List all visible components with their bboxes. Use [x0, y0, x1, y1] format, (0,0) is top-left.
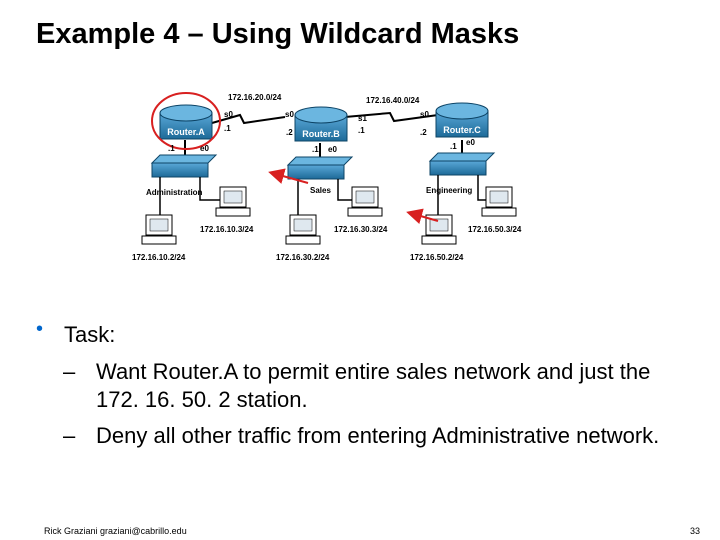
svg-text:e0: e0 — [328, 145, 337, 154]
router-c: Router.C — [435, 102, 489, 138]
router-a: Router.A — [159, 104, 213, 140]
svg-text:.1: .1 — [312, 145, 319, 154]
slide-title: Example 4 – Using Wildcard Masks — [36, 18, 520, 50]
serial-link-bc — [344, 111, 439, 123]
host-eng-2 — [481, 186, 517, 217]
network-bc-label: 172.16.40.0/24 — [366, 96, 420, 105]
host-sales-2 — [347, 186, 383, 217]
router-b: Router.B — [294, 106, 348, 142]
page-number: 33 — [689, 526, 700, 536]
svg-text:s0: s0 — [420, 110, 429, 119]
svg-text:s0: s0 — [285, 110, 294, 119]
svg-text:.1: .1 — [358, 126, 365, 135]
dash-icon: – — [63, 359, 76, 384]
svg-text:.1: .1 — [224, 124, 231, 133]
bullet-dot-icon: • — [36, 318, 44, 340]
svg-text:.1: .1 — [168, 144, 175, 153]
host-eng-1 — [421, 214, 457, 245]
svg-text:.2: .2 — [420, 128, 427, 137]
svg-text:s1: s1 — [358, 114, 367, 123]
host-label-sales-1: 172.16.30.2/24 — [276, 253, 330, 262]
svg-text:e0: e0 — [466, 138, 475, 147]
serial-link-ab — [211, 113, 286, 125]
router-b-label: Router.B — [302, 129, 340, 139]
svg-text:s0: s0 — [224, 110, 233, 119]
host-label-admin-2: 172.16.10.3/24 — [200, 225, 254, 234]
task-label: Task: — [64, 322, 116, 347]
lan-label-sales: Sales — [310, 186, 331, 195]
host-admin-1 — [141, 214, 177, 245]
network-diagram: Router.A Router.B Router.C 172.16.20.0/2… — [132, 92, 522, 262]
switch-engineering — [428, 152, 496, 176]
arrow-eng-host — [406, 208, 439, 224]
host-sales-1 — [285, 214, 321, 245]
dash-icon: – — [63, 423, 76, 448]
host-label-sales-2: 172.16.30.3/24 — [334, 225, 388, 234]
host-admin-2 — [215, 186, 251, 217]
lan-label-admin: Administration — [146, 188, 203, 197]
router-a-highlight — [151, 92, 221, 150]
network-ab-label: 172.16.20.0/24 — [228, 93, 282, 102]
arrow-sales — [268, 168, 309, 184]
switch-sales — [286, 156, 354, 180]
svg-text:.2: .2 — [286, 128, 293, 137]
footer-credit: Rick Graziani graziani@cabrillo.edu — [44, 526, 187, 536]
router-c-label: Router.C — [443, 125, 481, 135]
svg-text:e0: e0 — [200, 144, 209, 153]
router-a-label: Router.A — [167, 127, 205, 137]
host-label-eng-1: 172.16.50.2/24 — [410, 253, 464, 262]
host-label-admin-1: 172.16.10.2/24 — [132, 253, 186, 262]
switch-admin — [150, 154, 218, 178]
lan-label-engineering: Engineering — [426, 186, 472, 195]
svg-text:.1: .1 — [450, 142, 457, 151]
host-label-eng-2: 172.16.50.3/24 — [468, 225, 522, 234]
